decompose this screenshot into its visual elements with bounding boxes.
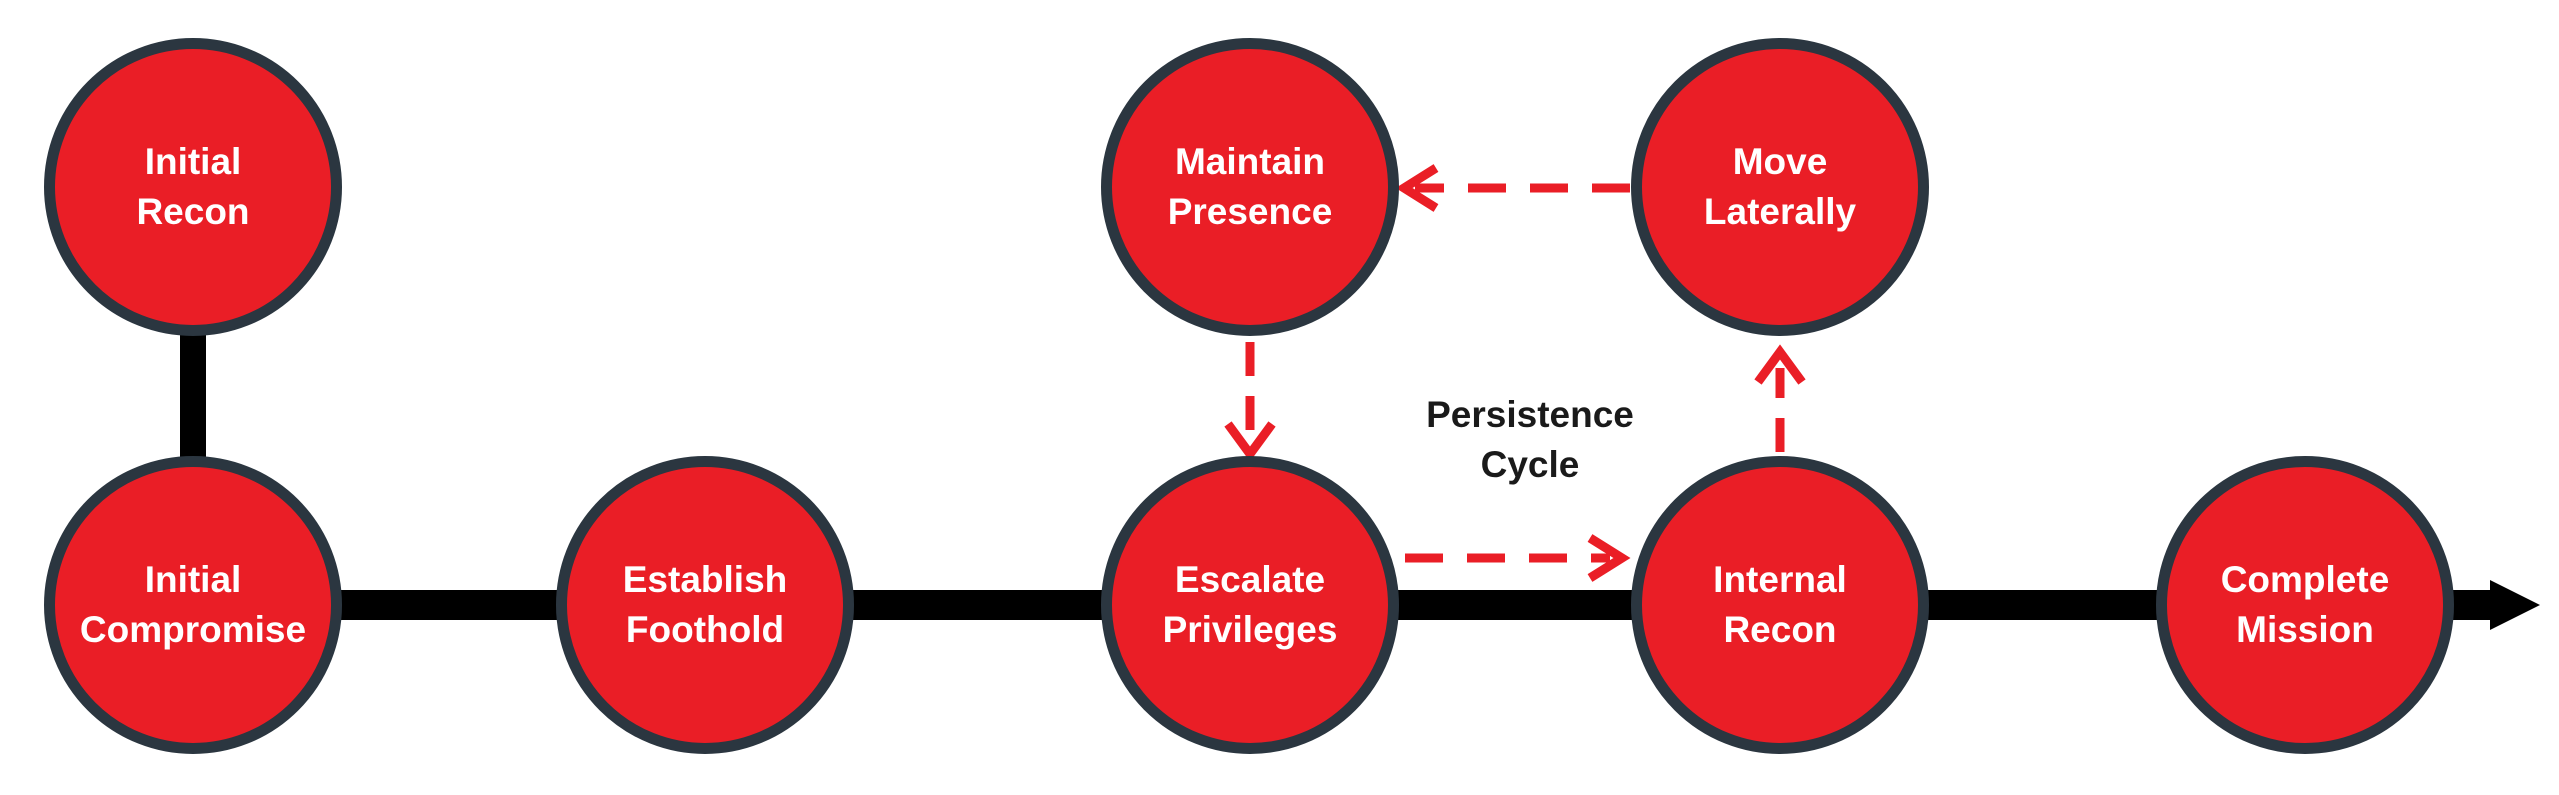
node-label-line: Foothold [625,609,785,650]
arrowhead-maintain-presence-to-escalate [1224,421,1276,462]
node-label-line: Move [1732,141,1828,182]
node-label-line: Escalate [1174,559,1326,600]
cycle-label-line: Persistence [1426,394,1634,435]
node-label-line: Initial [144,559,242,600]
node-label-line: Privileges [1162,609,1338,650]
node-move-laterally: Move Laterally [1631,38,1929,336]
arrowhead-internal-recon-to-move-laterally [1754,344,1806,385]
node-initial-recon: Initial Recon [44,38,342,336]
node-complete-mission: Complete Mission [2156,456,2454,754]
node-internal-recon: Internal Recon [1631,456,1929,754]
node-label-line: Maintain [1174,141,1326,182]
node-label-line: Recon [136,191,250,232]
node-label-line: Internal [1713,559,1847,600]
node-label-line: Recon [1723,609,1837,650]
node-label-line: Compromise [79,609,307,650]
arrowhead-escalate-to-internal-recon [1587,534,1631,582]
timeline-arrowhead [2490,580,2540,630]
node-initial-compromise: Initial Compromise [44,456,342,754]
node-label-line: Presence [1167,191,1333,232]
arrowhead-move-laterally-to-maintain-presence [1395,164,1439,212]
persistence-cycle-label: Persistence Cycle [1426,390,1634,490]
node-label-line: Establish [622,559,788,600]
cycle-label-line: Cycle [1480,444,1580,485]
node-label-line: Laterally [1703,191,1857,232]
node-label-line: Initial [144,141,242,182]
node-maintain-presence: Maintain Presence [1101,38,1399,336]
node-escalate-privileges: Escalate Privileges [1101,456,1399,754]
node-label-line: Complete [2220,559,2390,600]
node-establish-foothold: Establish Foothold [556,456,854,754]
node-label-line: Mission [2236,609,2374,650]
